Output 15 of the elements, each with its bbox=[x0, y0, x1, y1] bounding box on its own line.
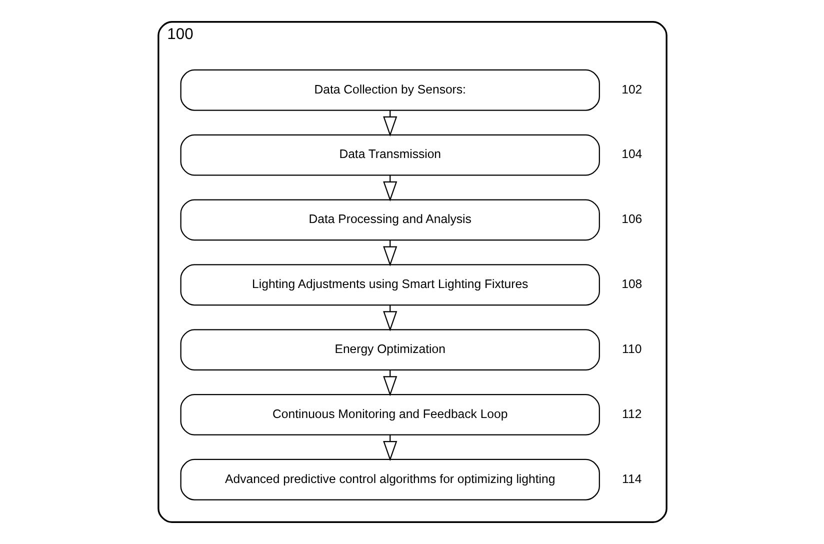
arrow bbox=[382, 240, 397, 266]
node-box: Advanced predictive control algorithms for optimizing lighting bbox=[180, 458, 600, 500]
node-label: 110 bbox=[622, 342, 642, 356]
node-label: 112 bbox=[622, 406, 642, 421]
node-box: Data Transmission bbox=[180, 134, 600, 176]
node-label: 108 bbox=[621, 277, 642, 292]
node-label: 106 bbox=[621, 212, 642, 226]
node-box: Data Collection by Sensors: bbox=[180, 69, 600, 111]
node-label: 114 bbox=[622, 472, 642, 486]
node-label: 102 bbox=[621, 82, 642, 96]
node-box: Energy Optimization bbox=[180, 329, 600, 370]
node-label: 104 bbox=[621, 147, 642, 162]
node-box: Data Processing and Analysis bbox=[180, 199, 600, 241]
node-box: Continuous Monitoring and Feedback Loop bbox=[180, 394, 600, 436]
node-box: Lighting Adjustments using Smart Lighting Fixtures bbox=[180, 264, 600, 306]
